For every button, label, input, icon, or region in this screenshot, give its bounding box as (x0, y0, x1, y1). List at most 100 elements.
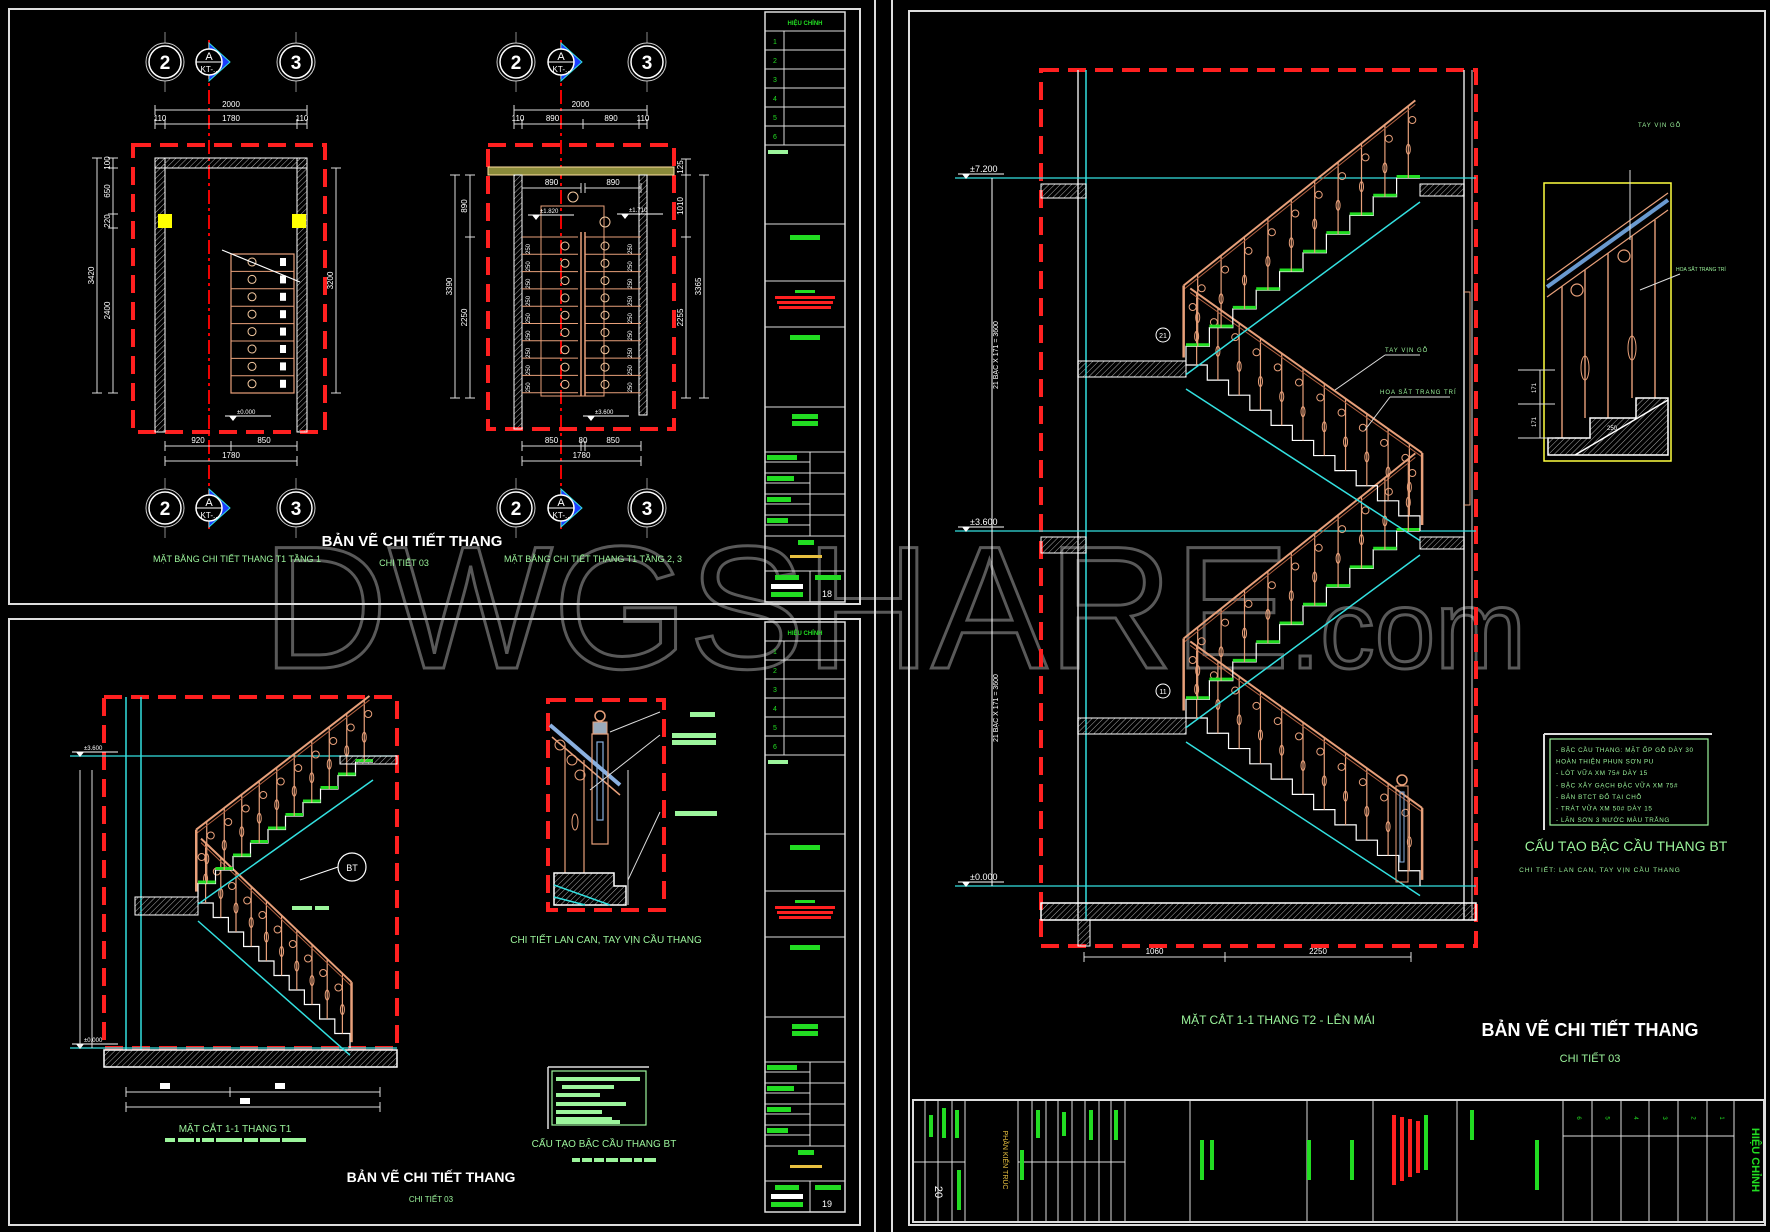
revision-row-number: 2 (773, 58, 777, 65)
baluster-twist (1405, 496, 1411, 508)
tread-width-label: 250 (526, 313, 532, 324)
baluster-scroll (364, 710, 373, 718)
revision-row-number: 5 (773, 725, 777, 732)
baluster-scroll (1221, 265, 1230, 274)
grid-bubble (276, 42, 316, 82)
baluster-plan (280, 275, 286, 284)
newel-post (1395, 785, 1409, 883)
landing-slab (1077, 360, 1187, 378)
detail-frame (1543, 182, 1672, 462)
dimension-label: 110 (637, 114, 650, 123)
level-label: ±3.600 (84, 746, 103, 752)
section-marker-code: KT-.. (553, 65, 570, 74)
sheet-number: 18 (822, 589, 832, 599)
tread-width-label: 250 (628, 261, 634, 272)
leader-line (589, 734, 661, 791)
baluster-scroll (554, 739, 566, 751)
title-block (764, 11, 846, 603)
baluster-scroll (1295, 732, 1303, 741)
tread-number-bubble (247, 344, 257, 354)
baluster-scroll (334, 983, 343, 992)
baluster-plan (280, 310, 286, 319)
baluster-scroll (1252, 701, 1261, 710)
dimension-label: 3390 (445, 277, 454, 295)
baluster-scroll (1295, 378, 1303, 387)
annotation-text-block (556, 1093, 600, 1097)
baluster-twist (1279, 391, 1285, 403)
level-marker-icon (532, 215, 540, 220)
title-block-label (1036, 1110, 1040, 1138)
dimension-label: 1780 (222, 114, 240, 123)
tread-number-bubble (600, 379, 610, 389)
baluster-scroll (1617, 249, 1631, 263)
baluster-twist (233, 902, 239, 914)
baluster-scroll (206, 831, 215, 840)
dimension-label-block (160, 1083, 170, 1089)
step-section (553, 872, 627, 906)
landing-slab (1077, 717, 1187, 735)
floor-slab (1419, 536, 1465, 550)
tread-width-label: 250 (526, 278, 532, 289)
baluster-twist (1312, 571, 1318, 583)
notes-title: CẤU TẠO BẬC CẦU THANG BT (532, 1137, 677, 1150)
baluster-scroll (1337, 408, 1346, 417)
revision-row-number: 5 (773, 115, 777, 122)
baluster-plan (280, 362, 286, 371)
baluster-scroll (1267, 581, 1276, 590)
baluster-twist (239, 826, 245, 838)
annotation-text-block (644, 1158, 656, 1162)
tread-number-bubble (600, 362, 610, 372)
title-block-red-label (777, 911, 833, 914)
title-block (764, 621, 846, 1213)
baluster-twist (1406, 836, 1412, 848)
baluster-twist (1359, 534, 1364, 546)
annotation-text-block (260, 1138, 280, 1142)
baluster-twist (1242, 274, 1247, 286)
baluster-scroll (1380, 793, 1389, 802)
grid-axis-label: 2 (160, 499, 171, 520)
stair-steps (1186, 717, 1421, 886)
detail-code: CHI TIẾT 03 (1560, 1052, 1621, 1065)
section-t2-title: MẶT CẮT 1-1 THANG T2 - LÊN MÁI (1181, 1012, 1375, 1027)
baluster-twist (1312, 218, 1318, 230)
wall (154, 157, 308, 169)
handrail-label: TAY VỊN GỖ (1638, 122, 1681, 129)
title-block-red-label (1408, 1119, 1412, 1177)
baluster-twist (274, 799, 280, 811)
handrail (1545, 198, 1670, 289)
baluster-label: HOA SẮT TRANG TRÍ (1380, 388, 1457, 396)
step-number: 11 (1159, 689, 1166, 696)
title-block-red-label (1416, 1121, 1420, 1173)
notes-title: CẤU TẠO BẬC CẦU THANG BT (1525, 838, 1728, 854)
baluster-twist (1385, 821, 1391, 833)
tread-number-bubble (600, 293, 610, 303)
baluster-scroll (1401, 808, 1410, 817)
detail-dimension: 250 (1607, 426, 1618, 432)
dimension-label: 110 (296, 114, 309, 123)
newel-cap (1396, 774, 1408, 786)
section-t1-title: MẶT CẮT 1-1 THANG T1 (179, 1122, 292, 1135)
baluster-twist (1300, 406, 1306, 418)
level-label: ±7.200 (970, 164, 997, 174)
dimension-label: 2000 (572, 100, 590, 109)
annotation-text-block (620, 1158, 632, 1162)
note-line: - LĂN SƠN 3 NƯỚC MÀU TRẮNG (1556, 815, 1670, 824)
tread-width-label: 250 (526, 261, 532, 272)
handrail-lower (1189, 292, 1423, 458)
tread-width-label: 250 (628, 295, 634, 306)
title-block-red-label (775, 296, 835, 299)
baluster-scroll (1314, 190, 1323, 199)
baluster-twist (1580, 355, 1590, 381)
dimension-label: 2250 (460, 308, 469, 326)
baluster-scroll (1244, 599, 1253, 608)
floor-slab (1040, 536, 1087, 554)
baluster-twist (326, 758, 332, 770)
note-line: - LÓT VỮA XM 75# DÀY 15 (1556, 768, 1648, 777)
baluster-twist (1265, 255, 1271, 267)
baluster-twist (1236, 714, 1242, 726)
baluster-scroll (273, 925, 282, 934)
